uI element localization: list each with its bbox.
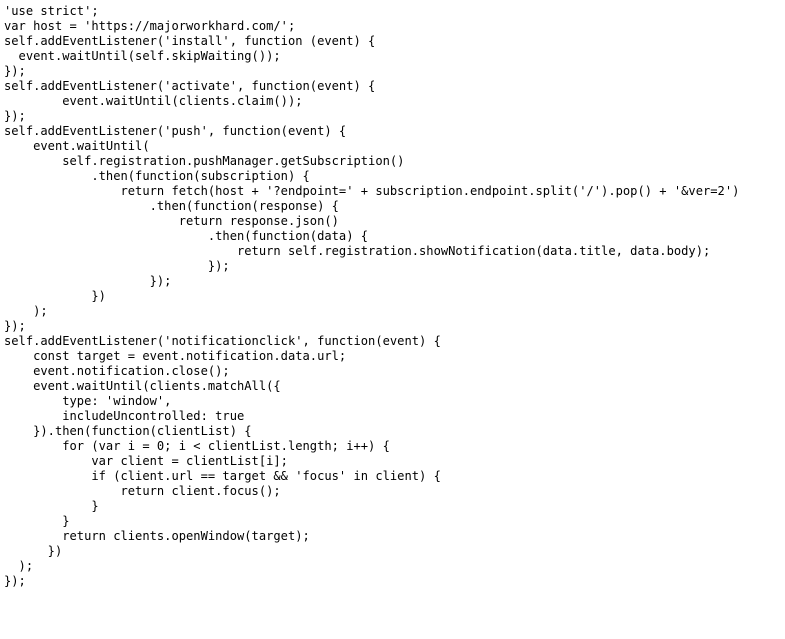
code-line: self.registration.pushManager.getSubscri…	[4, 154, 405, 168]
code-line: type: 'window',	[4, 394, 172, 408]
code-line: }	[4, 499, 99, 513]
code-line: .then(function(data) {	[4, 229, 369, 243]
code-line: return clients.openWindow(target);	[4, 529, 310, 543]
code-line: );	[4, 304, 48, 318]
code-line: const target = event.notification.data.u…	[4, 349, 347, 363]
code-line: for (var i = 0; i < clientList.length; i…	[4, 439, 390, 453]
code-line: event.waitUntil(self.skipWaiting());	[4, 49, 281, 63]
code-line: });	[4, 274, 172, 288]
code-line: })	[4, 544, 63, 558]
code-line: }	[4, 514, 70, 528]
code-line: self.addEventListener('notificationclick…	[4, 334, 441, 348]
code-line: self.addEventListener('activate', functi…	[4, 79, 376, 93]
code-line: return fetch(host + '?endpoint=' + subsc…	[4, 184, 740, 198]
code-line: 'use strict';	[4, 4, 99, 18]
code-line: return self.registration.showNotificatio…	[4, 244, 711, 258]
code-line: includeUncontrolled: true	[4, 409, 245, 423]
code-line: );	[4, 559, 34, 573]
code-line: event.waitUntil(	[4, 139, 150, 153]
code-line: });	[4, 259, 230, 273]
code-line: });	[4, 574, 26, 588]
source-code-view: 'use strict';var host = 'https://majorwo…	[4, 4, 739, 589]
code-line: event.notification.close();	[4, 364, 230, 378]
code-line: var client = clientList[i];	[4, 454, 288, 468]
code-line: var host = 'https://majorworkhard.com/';	[4, 19, 296, 33]
code-line: event.waitUntil(clients.matchAll({	[4, 379, 281, 393]
code-line: }).then(function(clientList) {	[4, 424, 252, 438]
code-line: if (client.url == target && 'focus' in c…	[4, 469, 441, 483]
code-line: event.waitUntil(clients.claim());	[4, 94, 303, 108]
code-line: });	[4, 64, 26, 78]
code-line: return response.json()	[4, 214, 339, 228]
code-line: .then(function(response) {	[4, 199, 339, 213]
code-line: return client.focus();	[4, 484, 281, 498]
code-line: })	[4, 289, 106, 303]
code-line: self.addEventListener('install', functio…	[4, 34, 376, 48]
code-line: });	[4, 109, 26, 123]
code-line: self.addEventListener('push', function(e…	[4, 124, 347, 138]
code-line: });	[4, 319, 26, 333]
code-line: .then(function(subscription) {	[4, 169, 310, 183]
